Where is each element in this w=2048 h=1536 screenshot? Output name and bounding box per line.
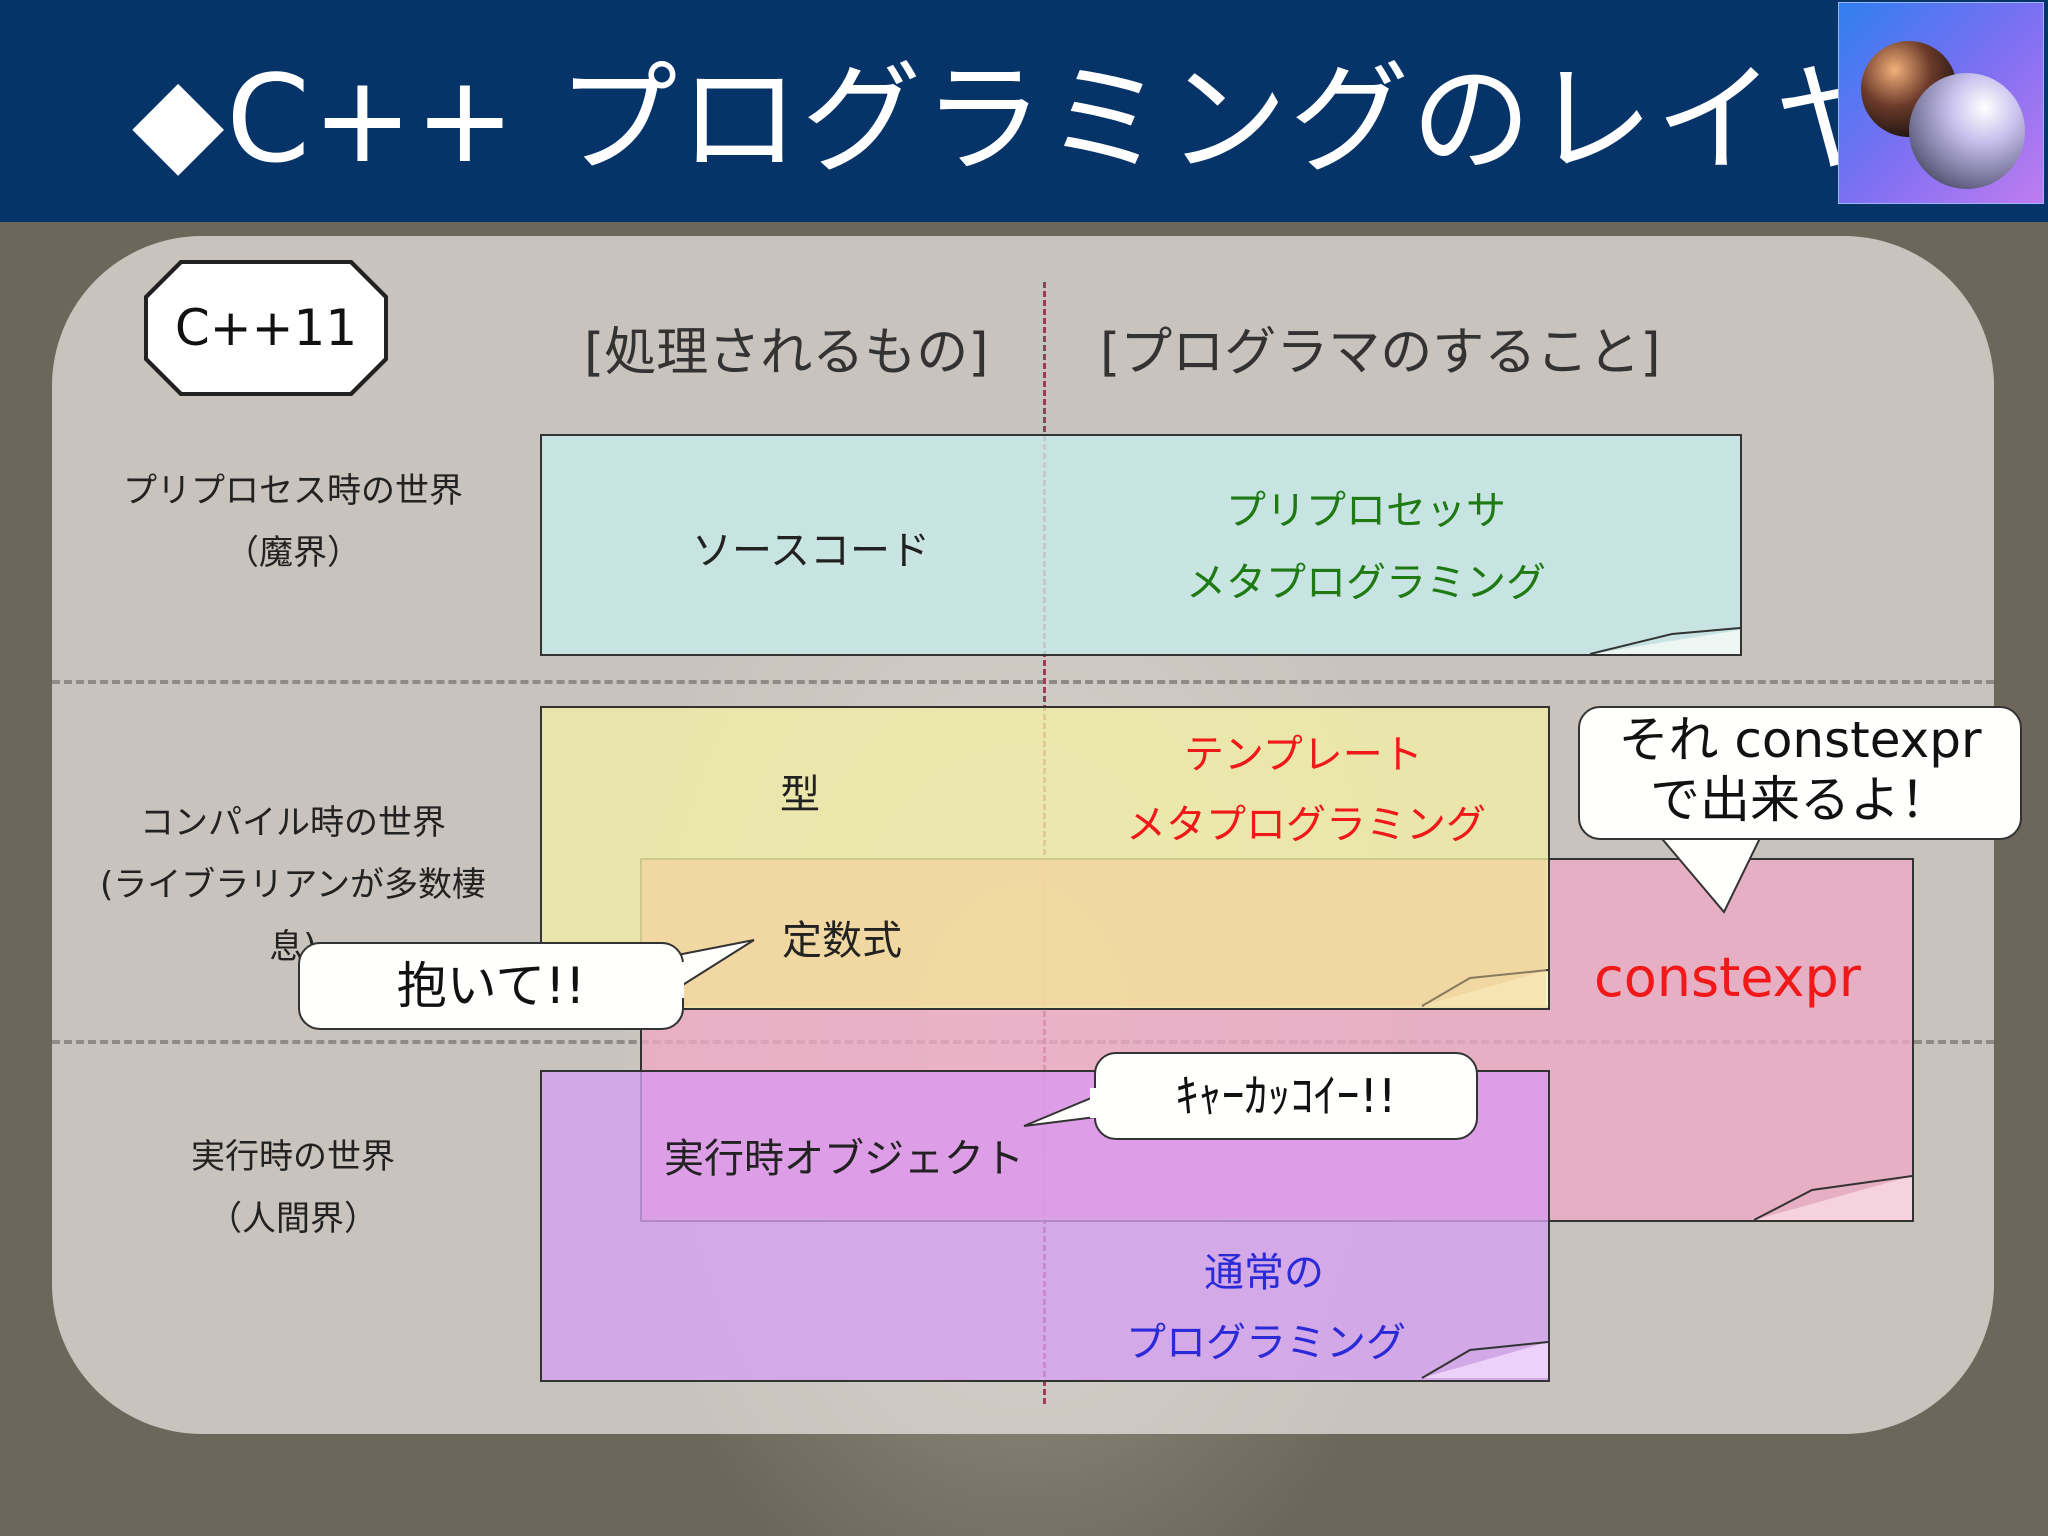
constant-expression-label: 定数式 bbox=[782, 918, 902, 964]
light-sphere-icon bbox=[1909, 73, 2025, 189]
hug-speech-bubble: 抱いて!! bbox=[298, 942, 684, 1030]
row-label-runtime: 実行時の世界 （人間界） bbox=[78, 1126, 508, 1250]
logo bbox=[1838, 2, 2044, 204]
template-label: テンプレート bbox=[1184, 732, 1423, 778]
preprocessor-meta-label: メタプログラミング bbox=[1186, 560, 1546, 606]
row-label-preprocess-line1: プリプロセス時の世界 bbox=[123, 471, 463, 511]
source-code-box bbox=[540, 434, 1742, 656]
row-label-preprocess-line2: （魔界） bbox=[225, 533, 361, 573]
runtime-object-label: 実行時オブジェクト bbox=[664, 1136, 1024, 1182]
constexpr-bubble-join bbox=[1664, 826, 1760, 838]
row-divider-1 bbox=[52, 680, 1994, 684]
constexpr-label: constexpr bbox=[1594, 946, 1861, 1009]
template-meta-label: メタプログラミング bbox=[1126, 802, 1486, 848]
constant-expression-overlap bbox=[642, 860, 1546, 1006]
column-header-processed: [処理されるもの] bbox=[584, 323, 989, 383]
slide-title: ◆C++ プログラミングのレイヤー bbox=[132, 51, 2018, 190]
source-box-fold-icon bbox=[1589, 627, 1741, 655]
type-box-fold-icon bbox=[1421, 969, 1549, 1007]
row-label-preprocess: プリプロセス時の世界 （魔界） bbox=[78, 460, 508, 584]
cool-bubble-join bbox=[1090, 1088, 1102, 1118]
runtime-box-fold-icon bbox=[1421, 1341, 1549, 1379]
cpp11-badge: C++11 bbox=[174, 299, 358, 357]
badge-background bbox=[148, 264, 384, 392]
constexpr-bubble-line2: で出来るよ！ bbox=[1650, 771, 1950, 829]
type-label: 型 bbox=[780, 772, 820, 818]
preprocessor-label: プリプロセッサ bbox=[1226, 488, 1506, 534]
title-bar: ◆C++ プログラミングのレイヤー bbox=[0, 0, 2048, 222]
source-code-label: ソースコード bbox=[692, 528, 930, 574]
cool-speech-bubble: ｷｬｰｶｯｺｲｰ!! bbox=[1094, 1052, 1478, 1140]
constexpr-box-fold-icon bbox=[1753, 1175, 1913, 1221]
constexpr-speech-bubble: それ constexpr で出来るよ！ bbox=[1578, 706, 2022, 840]
hug-bubble-join bbox=[668, 962, 684, 998]
row-label-runtime-line2: （人間界） bbox=[208, 1199, 378, 1239]
normal-programming-label: プログラミング bbox=[1126, 1320, 1406, 1366]
normal-label: 通常の bbox=[1204, 1250, 1324, 1296]
type-box bbox=[540, 706, 1550, 1010]
constexpr-bubble-line1: それ constexpr bbox=[1618, 711, 1982, 769]
constexpr-bubble-tail bbox=[1655, 833, 1764, 914]
row-label-compile-line1: コンパイル時の世界 bbox=[140, 803, 446, 843]
column-header-programmer: [プログラマのすること] bbox=[1100, 323, 1661, 383]
row-label-runtime-line1: 実行時の世界 bbox=[191, 1137, 395, 1177]
